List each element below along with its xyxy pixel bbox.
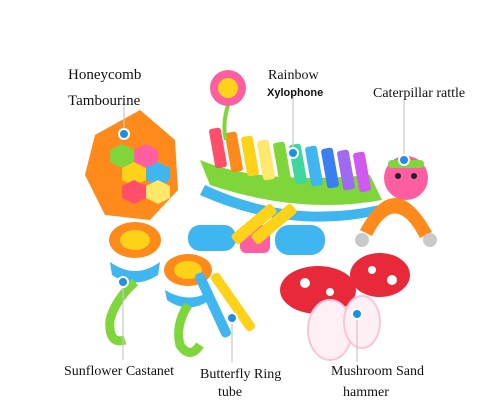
pointer-dot-butterfly <box>226 312 238 324</box>
pointer-dot-rainbow <box>287 147 299 159</box>
mushroom-sand-hammer <box>280 253 410 361</box>
label-rainbow-line2: Xylophone <box>267 87 324 99</box>
honeycomb-tambourine <box>85 110 178 220</box>
label-butterfly-line2: tube <box>218 385 243 400</box>
label-mushroom-line1: Mushroom Sand <box>331 364 424 379</box>
label-caterpillar: Caterpillar rattle <box>373 86 466 101</box>
label-mushroom-line2: hammer <box>343 385 389 400</box>
pointer-dot-caterpillar <box>398 154 410 166</box>
label-sunflower: Sunflower Castanet <box>64 364 175 379</box>
xylophone <box>200 70 382 222</box>
caterpillar-rattle <box>355 156 437 247</box>
pointer-dots <box>117 128 410 324</box>
label-honeycomb-line1: Honeycomb <box>68 67 142 83</box>
label-rainbow-line1: Rainbow <box>268 68 319 83</box>
butterfly-ring-tube <box>188 203 325 338</box>
pointer-dot-mushroom <box>351 308 363 320</box>
sunflower-castanet <box>105 222 212 357</box>
pointer-dot-sunflower <box>117 276 129 288</box>
label-honeycomb-line2: Tambourine <box>68 93 141 109</box>
pointer-dot-honeycomb <box>118 128 130 140</box>
label-butterfly-line1: Butterfly Ring <box>200 367 282 382</box>
